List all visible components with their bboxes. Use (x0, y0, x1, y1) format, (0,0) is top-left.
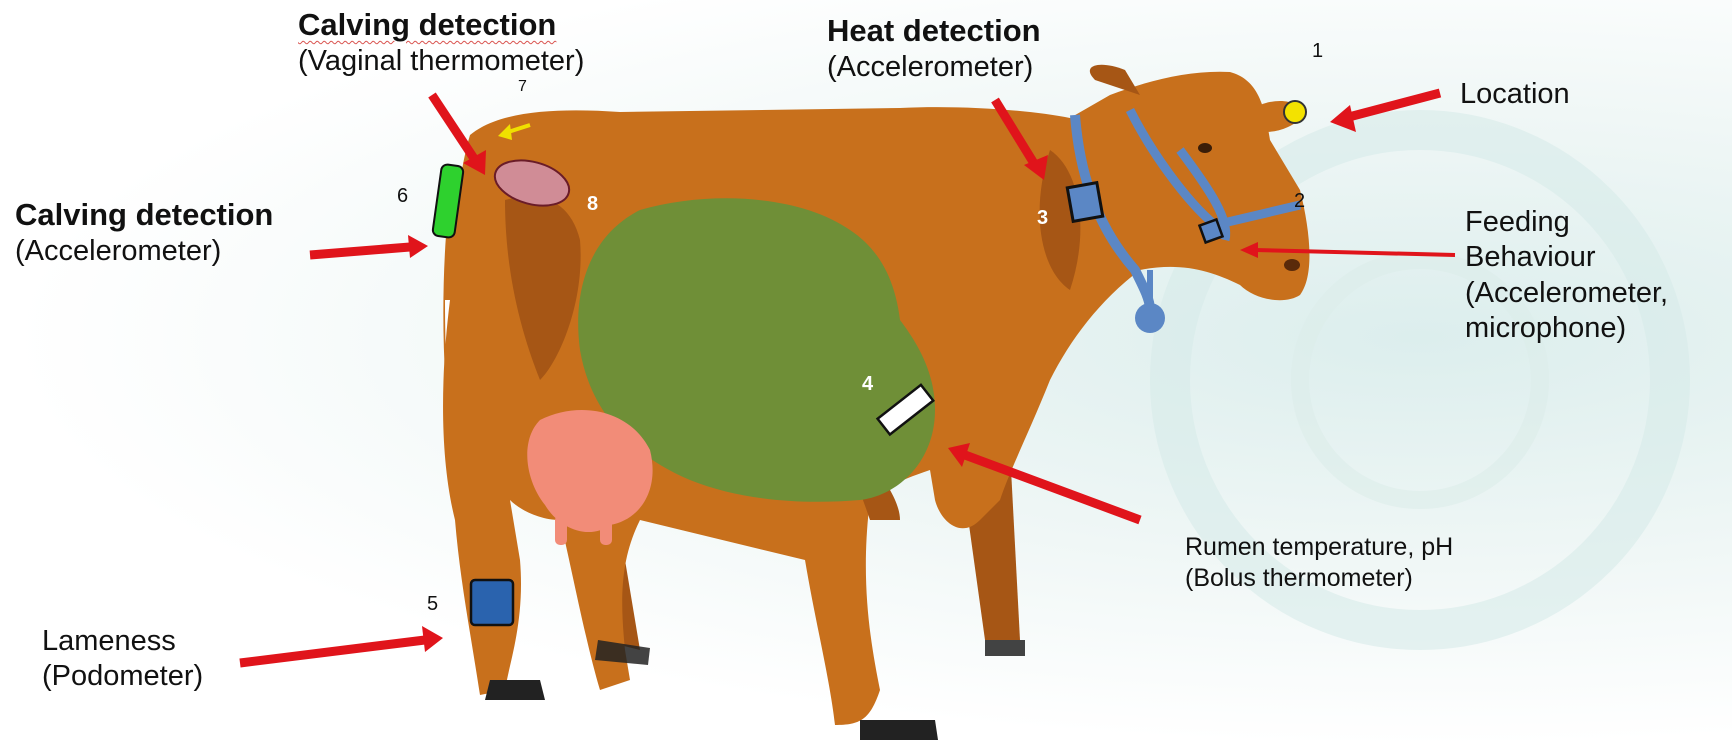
callout-calving-accel: Calving detection (Accelerometer) (15, 196, 273, 269)
hoof-front (860, 720, 938, 740)
udder-teat-1 (555, 515, 567, 545)
location-tag-icon (1284, 101, 1306, 123)
callout-lameness: Lameness (Podometer) (42, 624, 203, 695)
hoof-front-far (985, 640, 1025, 656)
callout-calving-vaginal-title: Calving detection (298, 6, 584, 44)
collar-sensor-icon (1067, 183, 1102, 222)
cow-nostril (1284, 259, 1300, 271)
callout-location: Location (1460, 77, 1570, 112)
callout-lameness-title: Lameness (42, 624, 203, 659)
callout-rumen-title: Rumen temperature, pH (1185, 532, 1453, 563)
callout-feeding: Feeding Behaviour (Accelerometer, microp… (1465, 205, 1668, 347)
cow-ear-left (1090, 65, 1140, 95)
callout-heat: Heat detection (Accelerometer) (827, 12, 1041, 85)
callout-calving-accel-title: Calving detection (15, 196, 273, 234)
sensor-number-2: 2 (1294, 190, 1305, 213)
sensor-number-7: 7 (518, 78, 527, 96)
hoof-hind (485, 680, 545, 700)
arrow-icon-lameness (240, 626, 443, 663)
callout-feeding-line4: microphone) (1465, 311, 1668, 346)
callout-rumen-subtitle: (Bolus thermometer) (1185, 563, 1453, 594)
sensor-number-8: 8 (587, 193, 598, 216)
callout-heat-subtitle: (Accelerometer) (827, 50, 1041, 85)
sensor-number-6: 6 (397, 185, 408, 208)
callout-calving-vaginal: Calving detection (Vaginal thermometer) (298, 6, 584, 79)
callout-feeding-line3: (Accelerometer, (1465, 276, 1668, 311)
udder-teat-2 (600, 515, 612, 545)
callout-calving-vaginal-subtitle: (Vaginal thermometer) (298, 44, 584, 79)
callout-feeding-line1: Feeding (1465, 205, 1668, 240)
callout-lameness-subtitle: (Podometer) (42, 659, 203, 694)
callout-feeding-line2: Behaviour (1465, 240, 1668, 275)
sensor-number-1: 1 (1312, 40, 1323, 63)
callout-rumen: Rumen temperature, pH (Bolus thermometer… (1185, 532, 1453, 593)
sensor-number-3: 3 (1037, 207, 1048, 230)
callout-heat-title: Heat detection (827, 12, 1041, 50)
callout-location-title: Location (1460, 77, 1570, 112)
arrow-icon-calving-accel (310, 235, 428, 258)
sensor-number-5: 5 (427, 593, 438, 616)
leg-band (471, 580, 513, 625)
callout-calving-accel-subtitle: (Accelerometer) (15, 234, 273, 269)
halter-pendant (1135, 303, 1165, 333)
cow-eye (1198, 143, 1212, 153)
sensor-number-4: 4 (862, 373, 873, 396)
